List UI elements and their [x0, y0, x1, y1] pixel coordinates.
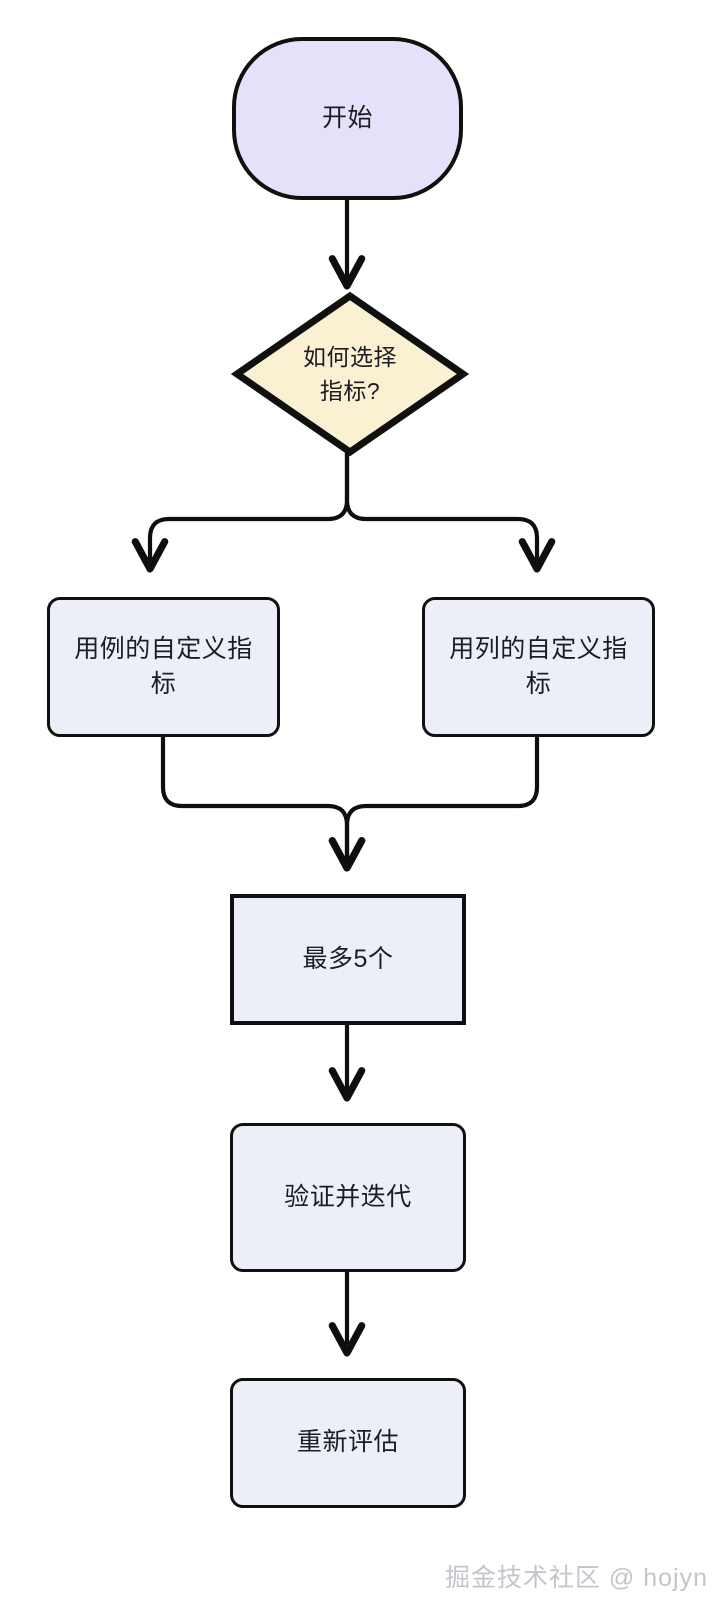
node-column-metric-label: 用列的自定义指 标: [449, 634, 628, 699]
node-validate-iterate[interactable]: 验证并迭代: [230, 1123, 466, 1272]
node-max-five[interactable]: 最多5个: [230, 894, 466, 1025]
node-reassess-label: 重新评估: [296, 1428, 399, 1457]
edge-column-metric-to-max-five: [328, 737, 540, 872]
node-max-five-label: 最多5个: [302, 944, 394, 973]
node-decision[interactable]: 如何选择 指标?: [250, 316, 450, 432]
edge-case-metric-to-max-five: [160, 737, 366, 872]
node-start[interactable]: 开始: [232, 37, 463, 200]
edge-decision-to-column-metric: [344, 452, 556, 573]
watermark: 掘金技术社区 @ hojyn: [444, 1564, 708, 1592]
node-case-metric[interactable]: 用例的自定义指 标: [47, 597, 280, 737]
decision-diamond-shape: [230, 291, 470, 457]
node-column-metric[interactable]: 用列的自定义指 标: [422, 597, 655, 737]
node-validate-iterate-label: 验证并迭代: [284, 1182, 412, 1211]
node-start-label: 开始: [321, 103, 373, 132]
edge-decision-to-case-metric: [131, 452, 350, 573]
node-reassess[interactable]: 重新评估: [230, 1378, 466, 1508]
node-decision-label: 如何选择 指标?: [303, 343, 397, 405]
node-case-metric-label: 用例的自定义指 标: [74, 634, 253, 699]
